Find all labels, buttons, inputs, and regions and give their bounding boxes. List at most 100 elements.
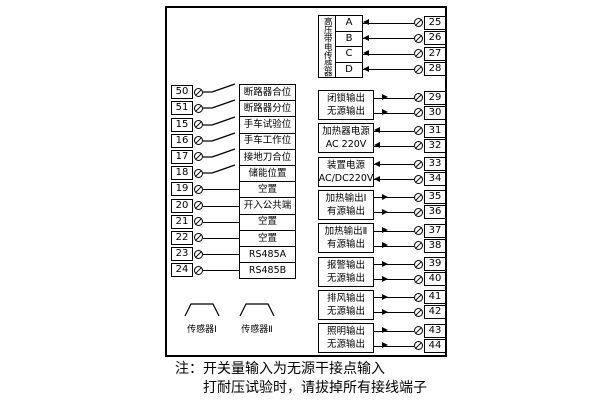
left-terminal-label: 开入公共端 (239, 197, 296, 215)
left-terminal-number: 15 (171, 117, 193, 132)
right-terminal-number: 30 (424, 105, 446, 120)
io-block-label-line: AC 220V (325, 139, 367, 151)
terminal-screw-icon (414, 159, 423, 169)
left-terminal-label: 储能位置 (239, 165, 296, 183)
connector-line (374, 245, 414, 247)
terminal-screw-icon (414, 307, 423, 317)
connector-line (363, 53, 414, 55)
left-terminal-label: 手车工作位 (239, 132, 296, 150)
io-block-label-line: 有源输出 (326, 205, 365, 217)
terminal-screw-icon (414, 241, 423, 251)
switch-contact-icon (203, 96, 239, 116)
left-terminal-number: 51 (171, 101, 193, 116)
left-terminal-label: 接地刀合位 (239, 148, 296, 166)
connector-line (374, 130, 414, 132)
connector-line (203, 254, 239, 256)
terminal-screw-icon (194, 168, 203, 178)
note-line-2: 打耐压试验时，请拔掉所有接线端子 (203, 380, 427, 396)
sensor-channel-letter: B (335, 30, 363, 47)
arrow-into-device-icon (363, 50, 369, 57)
switch-contact-icon (203, 113, 239, 133)
note-line-1: 注：开关量输入为无源干接点输入 (175, 361, 385, 377)
terminal-screw-icon (194, 152, 203, 162)
arrow-to-terminal-icon (382, 327, 388, 334)
terminal-screw-icon (414, 33, 423, 43)
arrow-into-device-icon (374, 175, 380, 182)
left-terminal-label: RS485B (239, 262, 296, 280)
terminal-screw-icon (414, 64, 423, 74)
terminal-screw-icon (414, 207, 423, 217)
terminal-screw-icon (414, 108, 423, 117)
right-terminal-number: 26 (424, 31, 446, 46)
right-terminal-number: 42 (424, 305, 446, 320)
terminal-screw-icon (194, 136, 203, 146)
arrow-into-device-icon (363, 34, 369, 41)
io-block-label-line: 无源输出 (326, 305, 365, 317)
terminal-screw-icon (414, 192, 423, 202)
io-block-label-line: 加热器电源 (322, 126, 370, 138)
io-block-label-line: 加热输出Ⅰ (325, 192, 367, 204)
arrow-into-device-icon (363, 65, 369, 72)
io-block-label-line: 装置电源 (326, 159, 365, 171)
connector-line (374, 230, 414, 232)
connector-line (374, 197, 414, 199)
arrow-to-terminal-icon (382, 293, 388, 300)
io-block-label-line: 有源输出 (326, 239, 365, 251)
terminal-screw-icon (414, 174, 423, 184)
sensor-symbol-icon (183, 301, 221, 322)
connector-line (374, 264, 414, 265)
arrow-to-terminal-icon (382, 208, 388, 215)
sensor-label: 传感器Ⅱ (241, 325, 273, 335)
connector-line (374, 345, 414, 347)
terminal-screw-icon (414, 326, 423, 336)
left-terminal-number: 24 (171, 263, 193, 278)
arrow-to-terminal-icon (382, 109, 388, 115)
io-block-label-line: 无源输出 (326, 339, 365, 351)
arrow-into-device-icon (374, 160, 380, 167)
left-terminal-label: 手车试验位 (239, 116, 296, 134)
terminal-screw-icon (414, 49, 423, 59)
left-terminal-number: 50 (171, 85, 193, 100)
io-block-label-line: 无源输出 (326, 106, 365, 117)
terminal-screw-icon (414, 93, 423, 102)
arrow-into-device-icon (374, 142, 380, 149)
left-terminal-label: 空置 (239, 229, 296, 247)
terminal-screw-icon (414, 259, 423, 269)
right-terminal-number: 37 (424, 223, 446, 238)
terminal-screw-icon (194, 87, 203, 97)
right-terminal-number: 43 (424, 323, 446, 338)
right-terminal-number: 39 (424, 257, 446, 271)
right-terminal-number: 33 (424, 157, 446, 172)
io-block: 闭锁输出无源输出 (318, 90, 374, 120)
right-terminal-number: 32 (424, 138, 446, 153)
sensor-channel-letter: C (335, 46, 363, 63)
right-terminal-number: 44 (424, 338, 446, 353)
arrow-to-terminal-icon (382, 227, 388, 234)
right-terminal-number: 25 (424, 15, 446, 30)
sensor-channel-letter: A (335, 15, 363, 32)
connector-line (374, 312, 414, 314)
right-terminal-number: 29 (424, 90, 446, 105)
sensor-symbol-icon (238, 301, 276, 322)
connector-line (374, 164, 414, 166)
connector-line (203, 205, 239, 207)
arrow-to-terminal-icon (382, 308, 388, 315)
connector-line (374, 97, 414, 99)
arrow-to-terminal-icon (382, 275, 388, 282)
right-terminal-number: 38 (424, 238, 446, 253)
connector-line (363, 69, 414, 71)
terminal-screw-icon (414, 274, 423, 284)
left-terminal-number: 18 (171, 166, 193, 181)
terminal-screw-icon (194, 120, 203, 129)
terminal-screw-icon (194, 103, 203, 113)
switch-contact-icon (203, 161, 239, 181)
left-terminal-label: 断路器合位 (239, 84, 296, 102)
connector-line (363, 22, 414, 24)
connector-line (363, 38, 414, 40)
right-terminal-number: 36 (424, 205, 446, 220)
right-terminal-number: 31 (424, 123, 446, 138)
